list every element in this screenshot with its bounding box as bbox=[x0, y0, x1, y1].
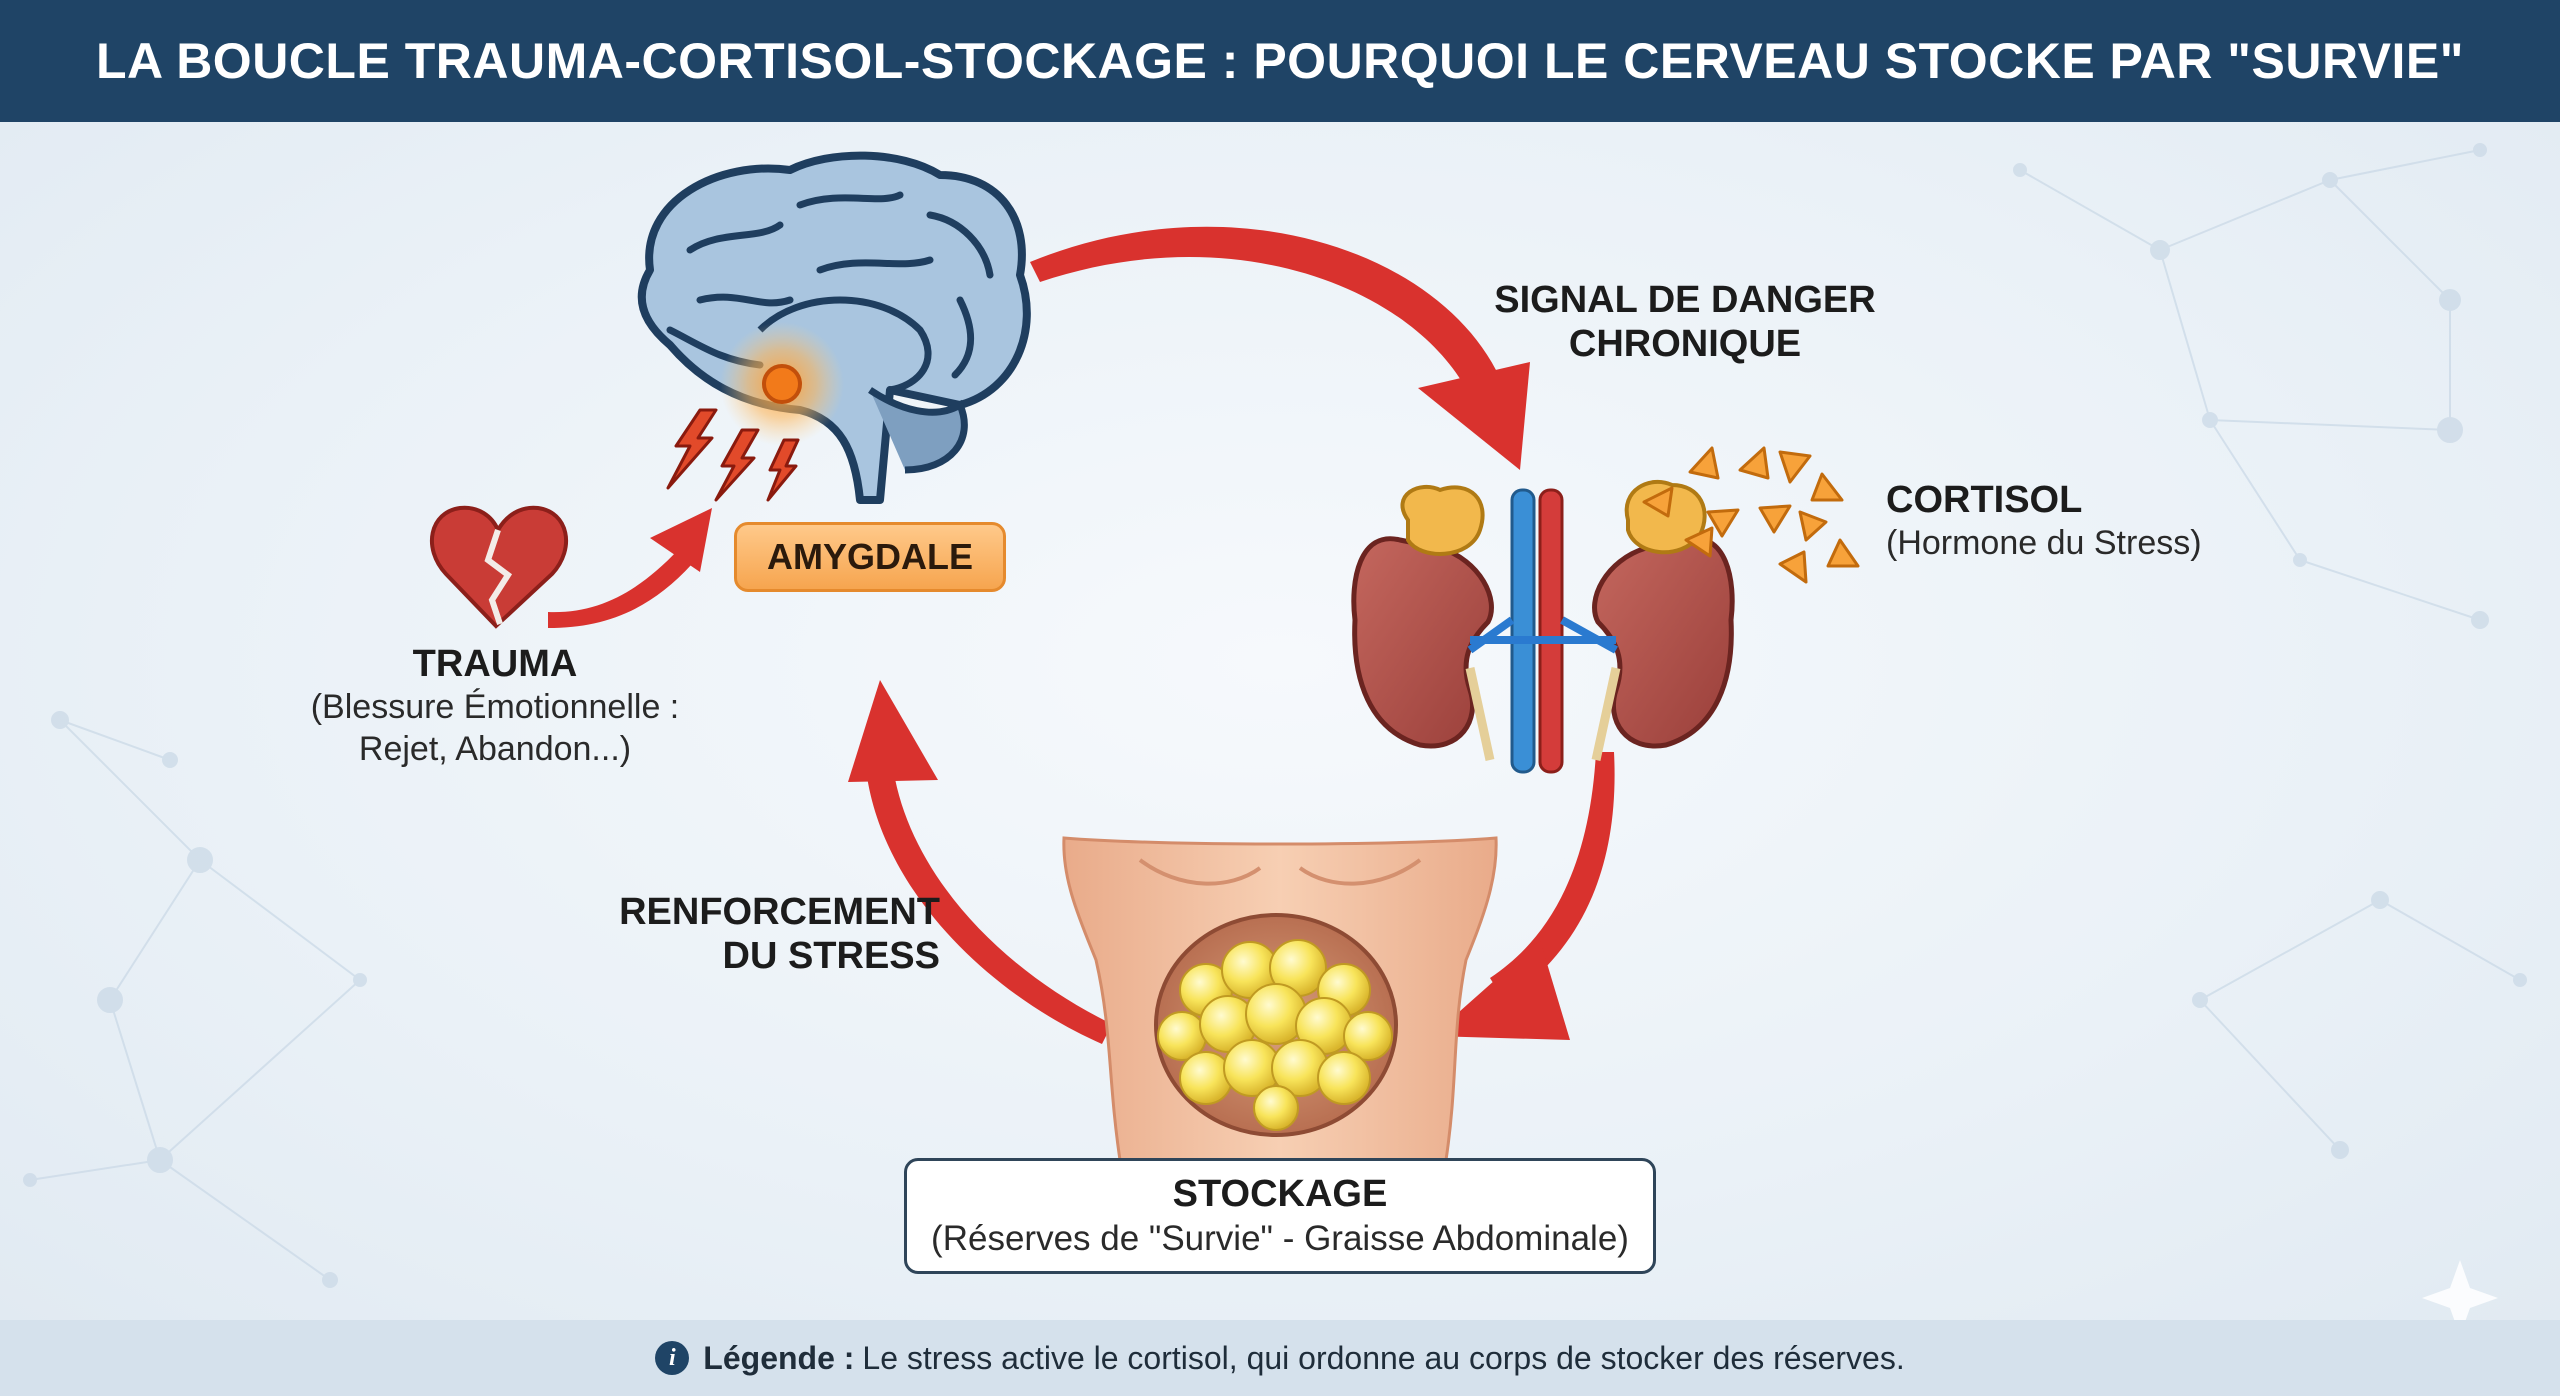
arrow-trauma-to-amygdale-head bbox=[650, 508, 712, 572]
arrow-stomach-to-brain-head bbox=[848, 680, 938, 782]
stockage-subtitle: (Réserves de "Survie" - Graisse Abdomina… bbox=[931, 1219, 1629, 1258]
page-title: LA BOUCLE TRAUMA-CORTISOL-STOCKAGE : POU… bbox=[96, 33, 2464, 89]
stockage-title: STOCKAGE bbox=[1172, 1173, 1388, 1215]
trauma-label: TRAUMA (Blessure Émotionnelle : Rejet, A… bbox=[270, 642, 720, 770]
stockage-box: STOCKAGE (Réserves de "Survie" - Graisse… bbox=[904, 1158, 1656, 1274]
torso-fat-icon bbox=[1062, 836, 1498, 1162]
diagram-canvas bbox=[23, 143, 2527, 1320]
cortisol-label: CORTISOL (Hormone du Stress) bbox=[1886, 478, 2202, 564]
amygdale-badge: AMYGDALE bbox=[734, 522, 1006, 592]
arrow-brain-to-kidneys bbox=[1030, 226, 1500, 392]
cortisol-title: CORTISOL bbox=[1886, 479, 2083, 521]
renforcement-line1: RENFORCEMENT bbox=[619, 891, 940, 933]
arrow-kidneys-to-stomach bbox=[1490, 752, 1615, 1002]
signal-line1: SIGNAL DE DANGER bbox=[1494, 279, 1876, 321]
sparkle-icon bbox=[2422, 1260, 2498, 1320]
trauma-title: TRAUMA bbox=[412, 643, 578, 685]
legend-text: Le stress active le cortisol, qui ordonn… bbox=[862, 1339, 1905, 1376]
kidneys-icon bbox=[1351, 479, 1735, 774]
signal-label: SIGNAL DE DANGER CHRONIQUE bbox=[1440, 278, 1930, 366]
trauma-desc-line1: (Blessure Émotionnelle : bbox=[310, 688, 680, 726]
arrow-kidneys-to-stomach-head bbox=[1432, 940, 1570, 1040]
signal-line2: CHRONIQUE bbox=[1568, 323, 1802, 365]
legend-bar: i Légende : Le stress active le cortisol… bbox=[0, 1320, 2560, 1396]
arrow-brain-to-kidneys-head bbox=[1418, 362, 1530, 470]
diagram-area: AMYGDALE TRAUMA (Blessure Émotionnelle :… bbox=[0, 122, 2560, 1320]
broken-heart-icon bbox=[430, 505, 568, 629]
cortisol-particles-icon bbox=[1642, 446, 1860, 584]
trauma-desc-line2: Rejet, Abandon...) bbox=[358, 730, 632, 768]
fat-cells bbox=[1157, 939, 1393, 1131]
cortisol-subtitle: (Hormone du Stress) bbox=[1886, 524, 2202, 562]
renforcement-line2: DU STRESS bbox=[722, 935, 940, 977]
arrow-trauma-to-amygdale bbox=[548, 550, 692, 628]
legend-label: Légende : bbox=[703, 1339, 855, 1376]
cycle-arrows bbox=[548, 226, 1615, 1044]
header-bar: LA BOUCLE TRAUMA-CORTISOL-STOCKAGE : POU… bbox=[0, 0, 2560, 122]
renforcement-label: RENFORCEMENT DU STRESS bbox=[560, 890, 940, 978]
arrow-stomach-to-brain bbox=[865, 760, 1112, 1044]
info-icon: i bbox=[655, 1341, 690, 1375]
brain-icon bbox=[637, 151, 1031, 504]
network-background bbox=[23, 143, 2527, 1288]
lightning-icon bbox=[666, 408, 800, 502]
